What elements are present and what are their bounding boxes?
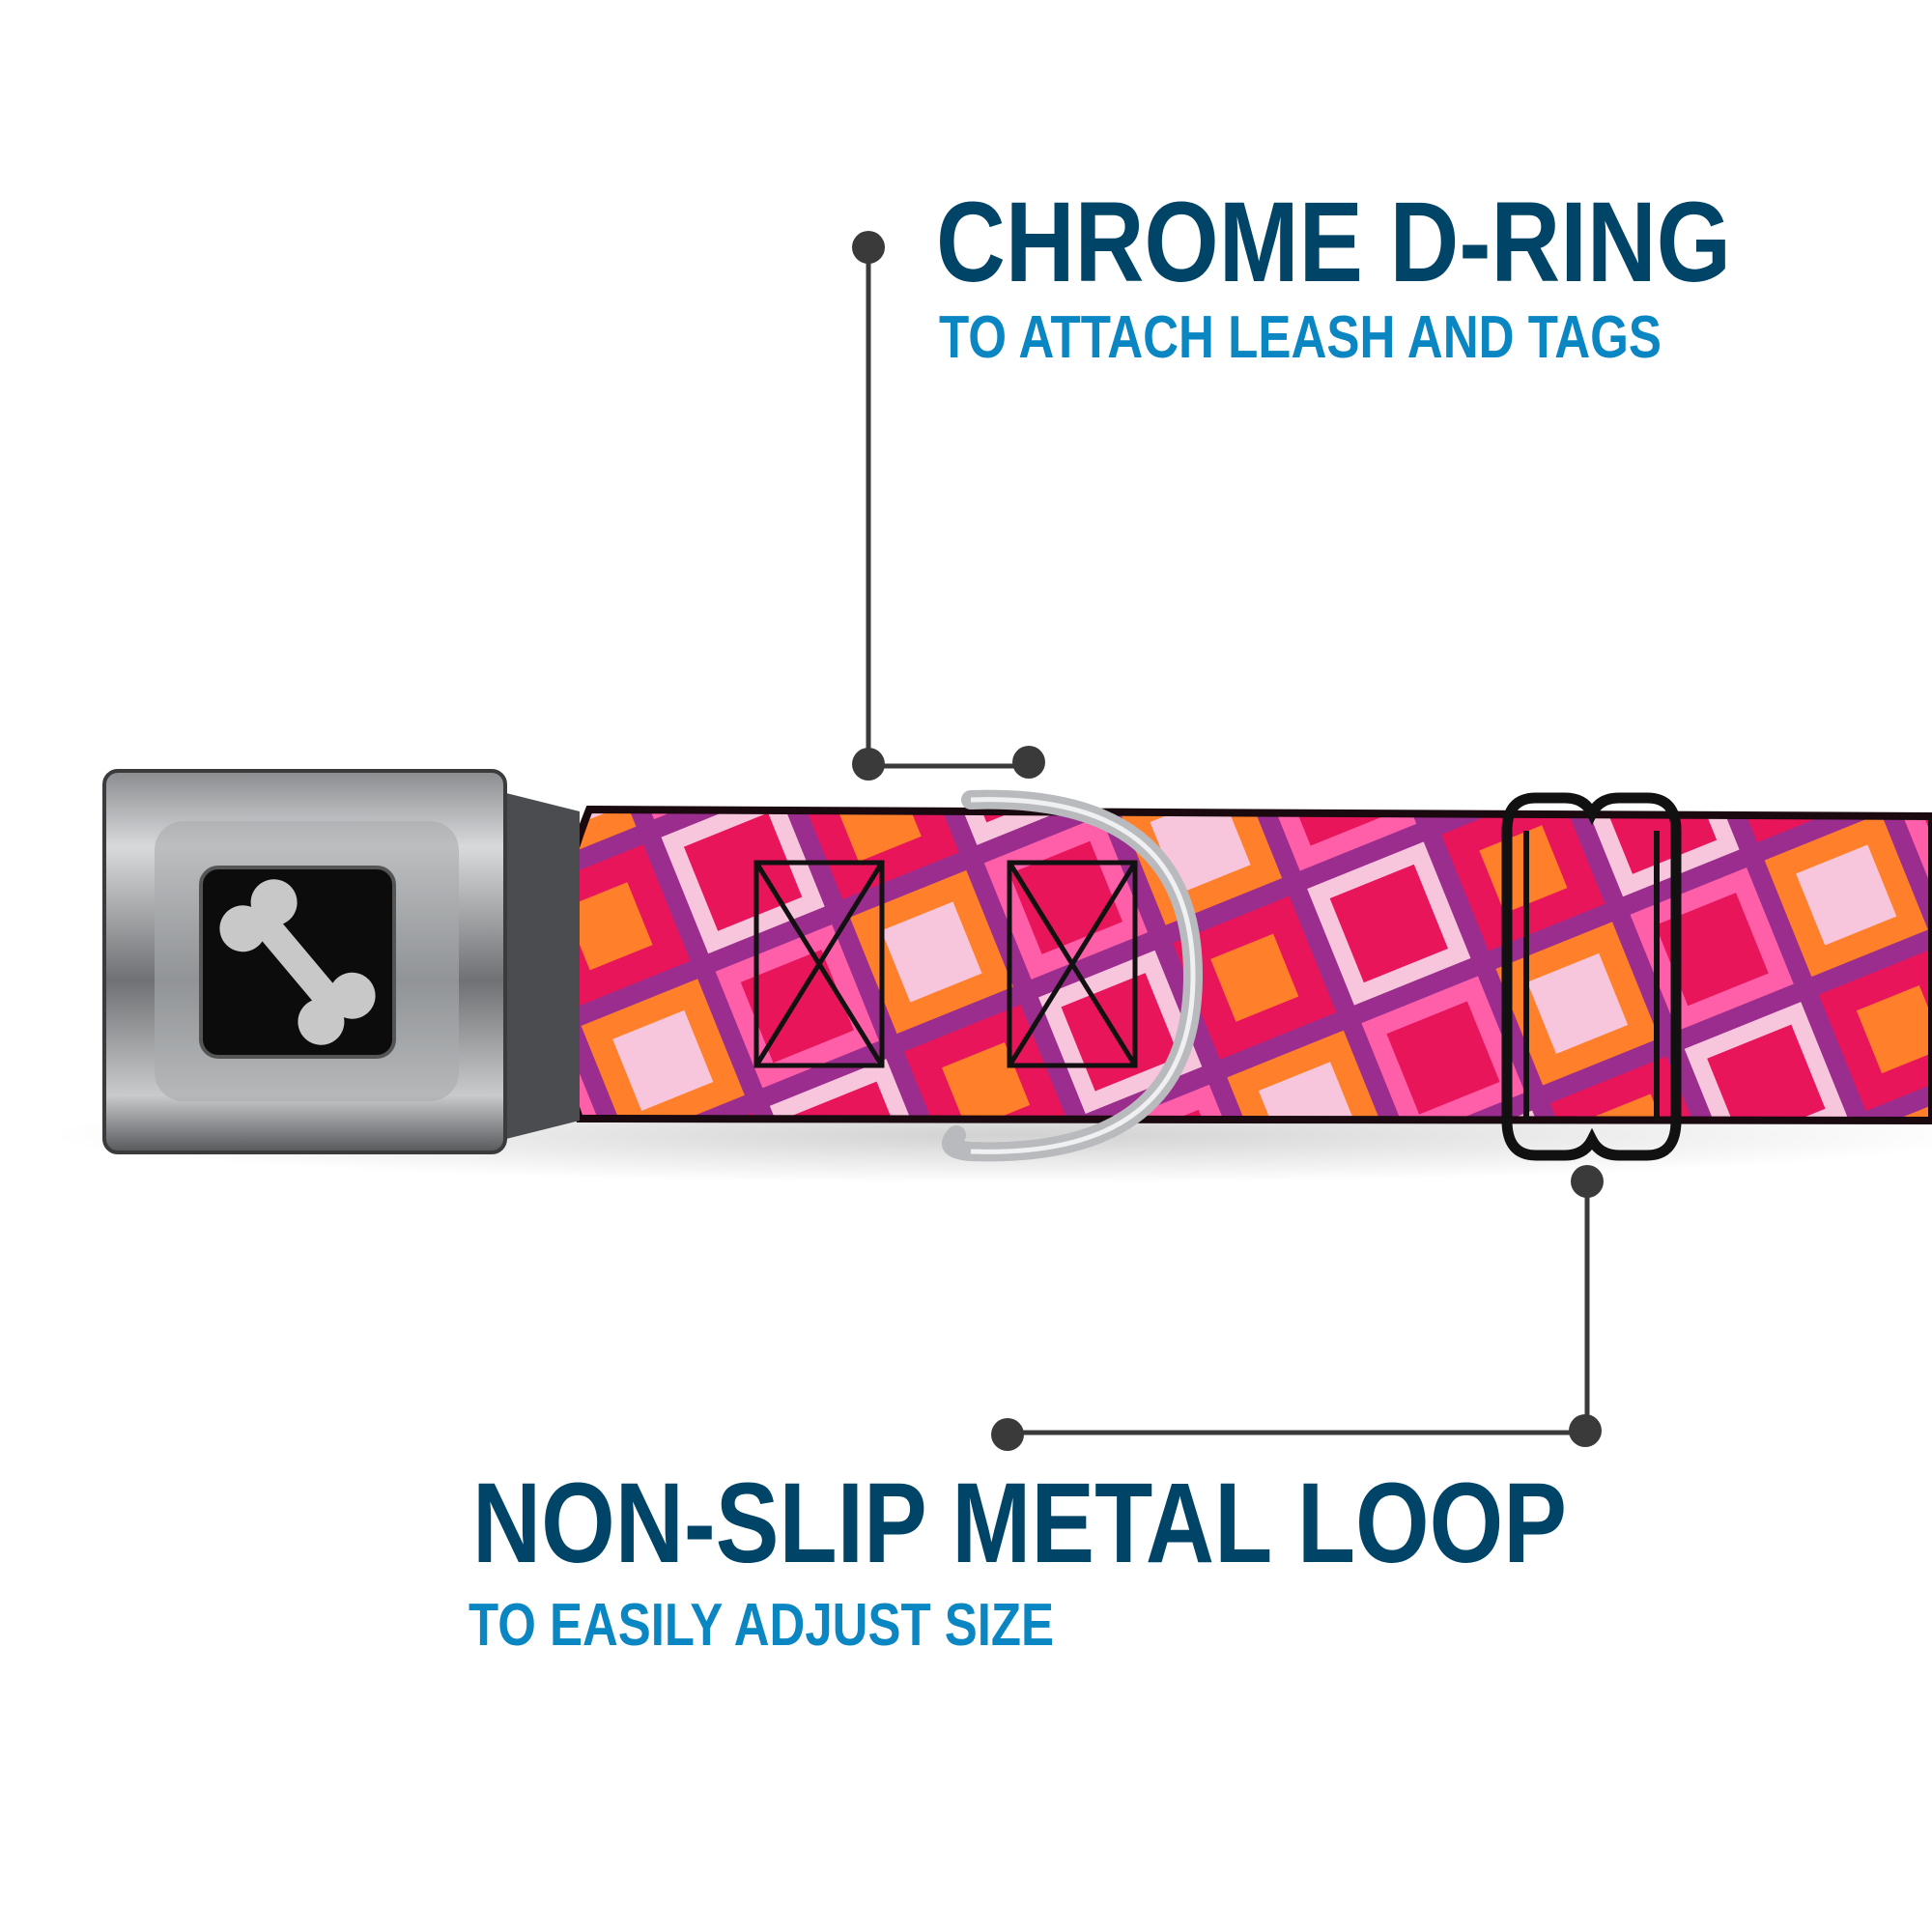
seatbelt-buckle bbox=[102, 769, 580, 1154]
collar-strap bbox=[551, 805, 1932, 1125]
metal-loop bbox=[1501, 792, 1682, 1161]
callout-title-loop: NON-SLIP METAL LOOP bbox=[472, 1460, 1567, 1587]
callout-subtitle-d-ring: TO ATTACH LEASH AND TAGS bbox=[939, 304, 1662, 371]
callout-subtitle-loop: TO EASILY ADJUST SIZE bbox=[469, 1592, 1054, 1659]
stitching bbox=[753, 860, 1138, 1068]
bone-icon bbox=[219, 879, 376, 1045]
callout-title-d-ring: CHROME D-RING bbox=[936, 179, 1731, 306]
leader-line-d-ring bbox=[852, 231, 1045, 781]
leader-line-loop bbox=[991, 1165, 1604, 1451]
